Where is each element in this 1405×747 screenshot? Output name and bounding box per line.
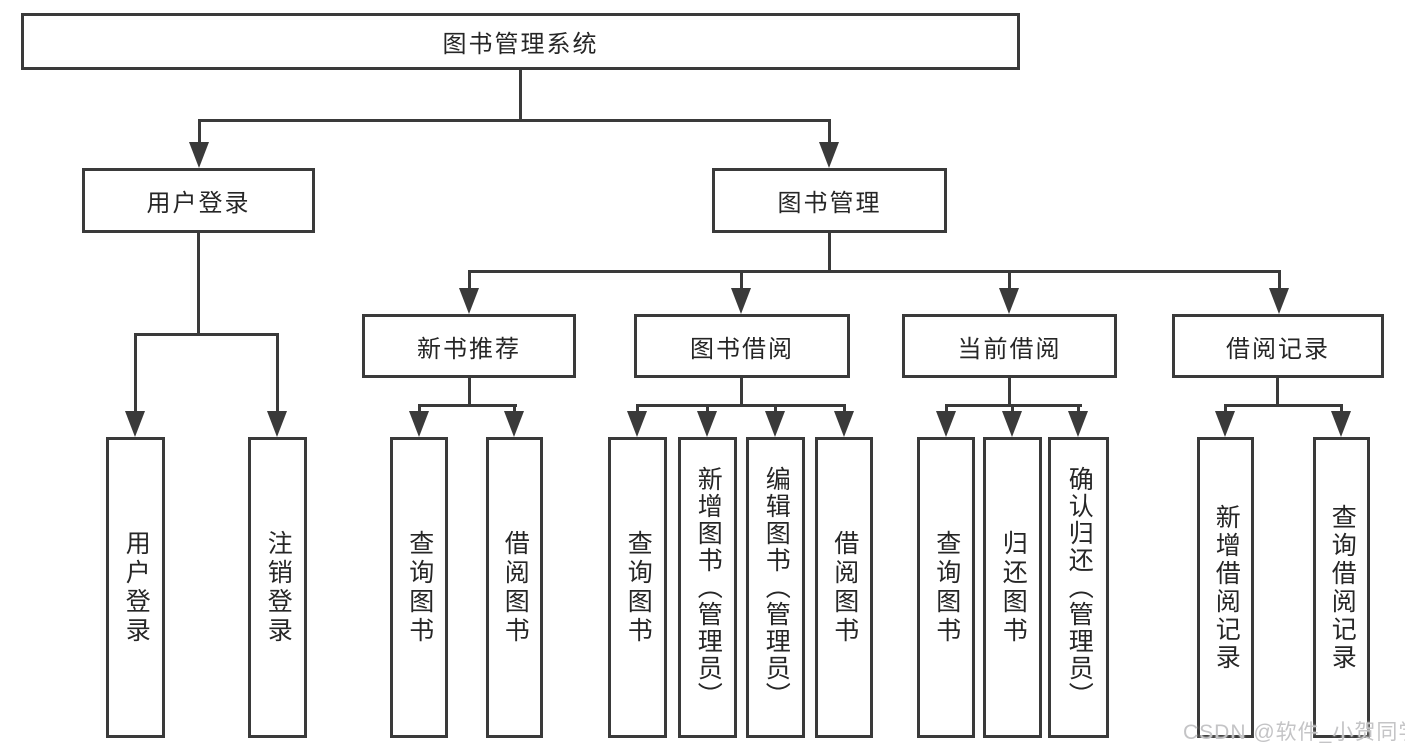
arrowhead-down-icon (834, 411, 854, 437)
leaf-confirm-return-admin: 确认归还（管理员） (1048, 437, 1109, 738)
node-borrowing-records: 借阅记录 (1172, 314, 1384, 378)
node-current-borrowing: 当前借阅 (902, 314, 1117, 378)
arrowhead-down-icon (1269, 288, 1289, 314)
arrowhead-down-icon (459, 288, 479, 314)
connector-line (1077, 404, 1080, 416)
arrowhead-down-icon (999, 288, 1019, 314)
connector-line (740, 270, 743, 292)
connector-line (418, 404, 517, 407)
arrowhead-down-icon (697, 411, 717, 437)
leaf-query-borrow-record: 查询借阅记录 (1313, 437, 1370, 738)
connector-line (1276, 378, 1279, 407)
connector-line (828, 233, 831, 273)
connector-line (774, 404, 777, 416)
leaf-label: 确认归还（管理员） (1065, 466, 1094, 709)
leaf-label: 注销登录 (264, 529, 293, 646)
arrowhead-down-icon (267, 411, 287, 437)
connector-line (197, 233, 200, 336)
arrowhead-down-icon (936, 411, 956, 437)
leaf-edit-books-admin: 编辑图书（管理员） (746, 437, 805, 738)
leaf-label: 用户登录 (122, 529, 151, 646)
arrowhead-down-icon (409, 411, 429, 437)
connector-line (843, 404, 846, 416)
leaf-query-books-recommend: 查询图书 (390, 437, 448, 738)
connector-line (706, 404, 709, 416)
connector-line (636, 404, 846, 407)
node-book-borrowing: 图书借阅 (634, 314, 850, 378)
arrowhead-down-icon (627, 411, 647, 437)
leaf-label: 借阅图书 (501, 529, 530, 646)
leaf-return-books: 归还图书 (983, 437, 1042, 738)
connector-line (276, 333, 279, 415)
leaf-query-books-current: 查询图书 (917, 437, 975, 738)
connector-line (513, 404, 516, 416)
leaf-add-books-admin: 新增图书（管理员） (678, 437, 737, 738)
connector-line (1278, 270, 1281, 292)
connector-line (1340, 404, 1343, 416)
connector-line (198, 119, 831, 122)
connector-line (418, 404, 421, 416)
arrowhead-down-icon (819, 142, 839, 168)
connector-line (1011, 404, 1014, 416)
leaf-label: 新增图书（管理员） (694, 466, 723, 709)
connector-line (468, 378, 471, 407)
leaf-query-books-borrow: 查询图书 (608, 437, 667, 738)
leaf-label: 新增借阅记录 (1212, 503, 1241, 672)
leaf-user-login: 用户登录 (106, 437, 165, 738)
connector-line (1224, 404, 1343, 407)
connector-line (519, 70, 522, 120)
connector-line (134, 333, 137, 415)
leaf-label: 查询图书 (624, 529, 653, 646)
node-user-login: 用户登录 (82, 168, 315, 233)
leaf-borrow-books-recommend: 借阅图书 (486, 437, 543, 738)
leaf-label: 查询图书 (405, 529, 434, 646)
connector-line (740, 378, 743, 407)
leaf-add-borrow-record: 新增借阅记录 (1197, 437, 1254, 738)
leaf-label: 借阅图书 (830, 529, 859, 646)
arrowhead-down-icon (731, 288, 751, 314)
arrowhead-down-icon (1068, 411, 1088, 437)
arrowhead-down-icon (504, 411, 524, 437)
arrowhead-down-icon (189, 142, 209, 168)
connector-line (1008, 378, 1011, 407)
leaf-label: 查询图书 (932, 529, 961, 646)
connector-line (636, 404, 639, 416)
connector-line (468, 270, 1281, 273)
arrowhead-down-icon (125, 411, 145, 437)
watermark: CSDN @软件_小贺同学 (1183, 721, 1405, 744)
leaf-label: 归还图书 (999, 529, 1028, 646)
leaf-borrow-books: 借阅图书 (815, 437, 873, 738)
connector-line (945, 404, 948, 416)
leaf-logout: 注销登录 (248, 437, 307, 738)
arrowhead-down-icon (1215, 411, 1235, 437)
leaf-label: 查询借阅记录 (1328, 503, 1357, 672)
node-root-system: 图书管理系统 (21, 13, 1020, 70)
connector-line (1008, 270, 1011, 292)
connector-line (134, 333, 279, 336)
leaf-label: 编辑图书（管理员） (762, 466, 791, 709)
arrowhead-down-icon (1002, 411, 1022, 437)
connector-line (1224, 404, 1227, 416)
node-book-management: 图书管理 (712, 168, 947, 233)
connector-line (828, 119, 831, 147)
arrowhead-down-icon (1331, 411, 1351, 437)
node-new-book-recommend: 新书推荐 (362, 314, 576, 378)
connector-line (468, 270, 471, 292)
connector-line (198, 119, 201, 147)
arrowhead-down-icon (765, 411, 785, 437)
